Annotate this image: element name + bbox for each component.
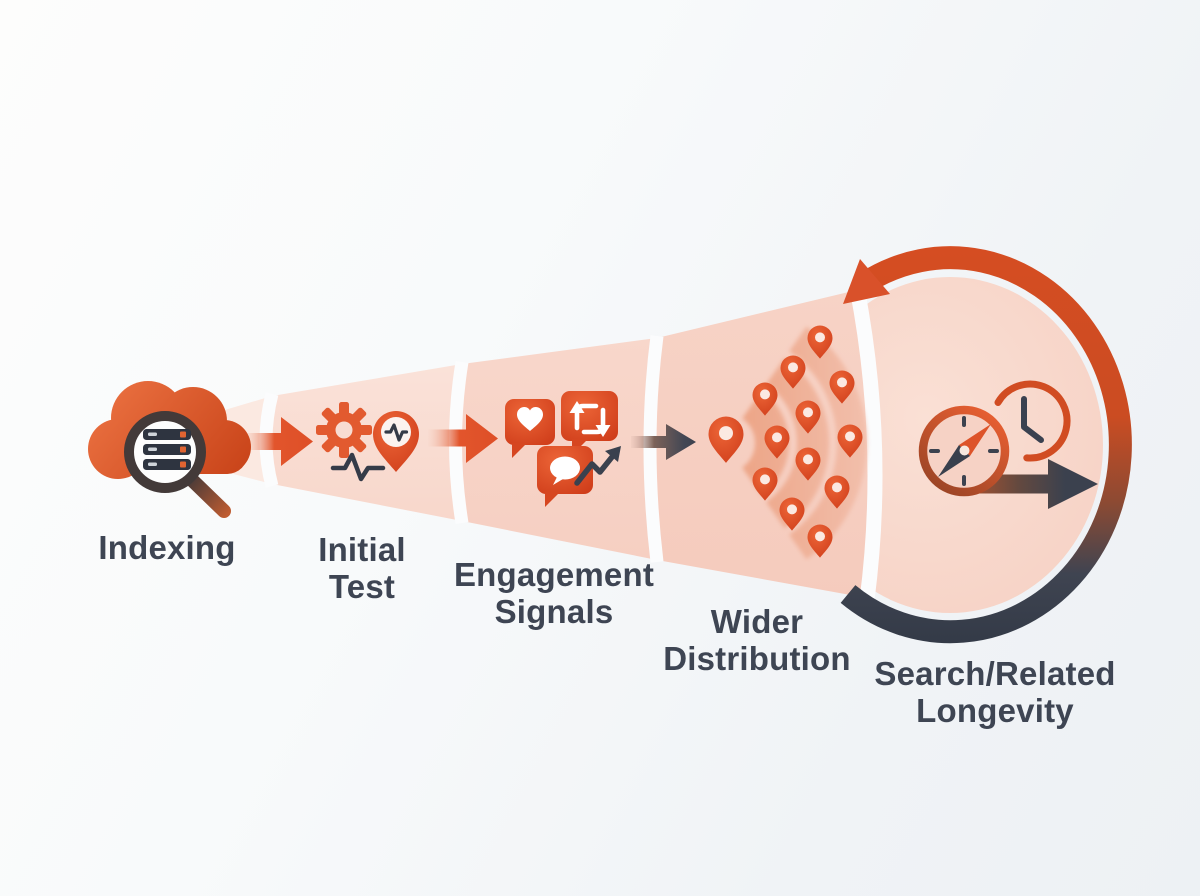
funnel-segment-1 xyxy=(266,364,462,521)
database-stack-icon xyxy=(143,429,191,470)
trend-up-arrow-icon xyxy=(574,446,621,486)
stage-label-line: Signals xyxy=(494,593,614,631)
stage-arrow-1 xyxy=(243,417,313,466)
clock-icon xyxy=(994,380,1071,462)
compass-icon xyxy=(918,405,1010,497)
stage-connectors xyxy=(243,414,696,466)
stage-label-line: Test xyxy=(328,568,396,606)
stage-label-line: Indexing xyxy=(98,529,236,566)
forward-arrow-icon xyxy=(962,459,1098,509)
stage-label-line: Distribution xyxy=(663,640,851,678)
map-pin-pulse-icon xyxy=(373,411,419,472)
stage-label-search-related-longevity: Search/Related Longevity xyxy=(874,655,1115,730)
magnifier-database-icon xyxy=(124,411,231,518)
gear-icon xyxy=(316,402,372,458)
stage-label-wider-distribution: Wider Distribution xyxy=(663,603,851,678)
stage-label-line: Wider xyxy=(710,603,804,640)
stage-arrow-2 xyxy=(428,414,498,463)
stage-label-line: Longevity xyxy=(916,692,1074,730)
stage-arrow-3 xyxy=(631,424,696,460)
like-badge-icon xyxy=(505,399,555,458)
stage-label-line: Initial xyxy=(318,531,406,568)
stage-label-initial-test: Initial Test xyxy=(318,531,406,606)
cycle-ring-arrow xyxy=(840,246,1132,644)
loop-back-arrowhead-icon xyxy=(843,259,890,304)
stage-label-line: Search/Related xyxy=(874,655,1116,692)
stage-label-engagement-signals: Engagement Signals xyxy=(454,556,654,631)
stage-label-line: Engagement xyxy=(453,556,655,593)
pulse-icon xyxy=(330,452,386,482)
stage-label-indexing: Indexing xyxy=(98,529,235,566)
